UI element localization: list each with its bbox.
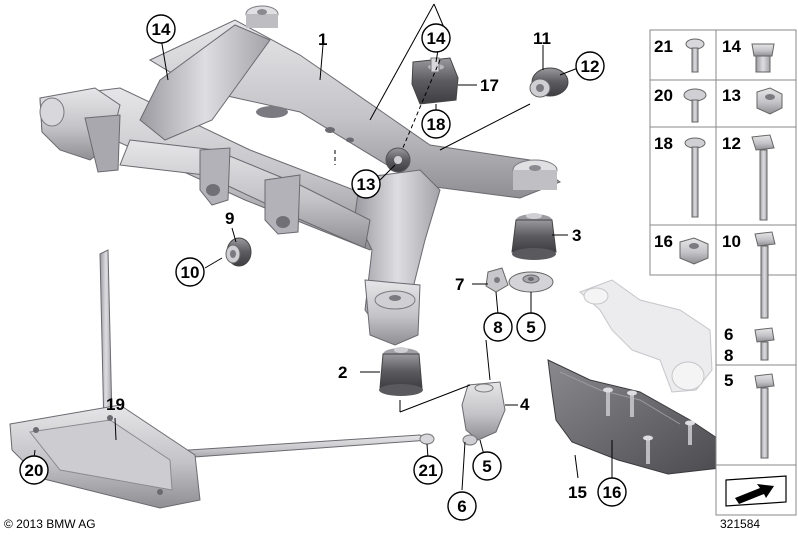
bolt-18 xyxy=(684,137,706,218)
callout-20-text: 20 xyxy=(25,461,44,480)
callout-10-text: 10 xyxy=(181,263,200,282)
callout-21: 21 xyxy=(413,455,443,485)
bolt-12 xyxy=(751,134,775,221)
callout-5-upper: 5 xyxy=(516,312,546,342)
dashed-leaders xyxy=(334,59,441,412)
grid-label-13: 13 xyxy=(722,86,741,105)
callout-14-left: 14 xyxy=(146,14,176,44)
grid-label-12: 12 xyxy=(722,134,741,153)
grid-label-16: 16 xyxy=(654,232,673,251)
shield-15 xyxy=(547,359,721,475)
clip-7 xyxy=(485,267,509,293)
callout-10: 10 xyxy=(175,257,205,287)
callout-14-top-text: 14 xyxy=(427,29,446,48)
callout-11: 11 xyxy=(533,29,551,48)
rear-axle-carrier xyxy=(39,5,562,346)
grid-label-21: 21 xyxy=(654,37,673,56)
control-arm-ghost xyxy=(579,279,713,393)
callout-16-text: 16 xyxy=(603,483,622,502)
bolt-6-8 xyxy=(754,327,775,361)
bushing-11 xyxy=(529,67,569,98)
nut-14 xyxy=(751,43,775,73)
callout-14-top: 14 xyxy=(421,23,451,53)
callout-8-text: 8 xyxy=(493,318,502,337)
grid-label-6: 6 xyxy=(724,325,733,344)
callout-18-text: 18 xyxy=(427,115,446,134)
callout-4: 4 xyxy=(520,395,530,414)
callout-12: 12 xyxy=(575,51,605,81)
callout-12-text: 12 xyxy=(581,57,600,76)
callout-15: 15 xyxy=(568,483,587,502)
grid-label-18: 18 xyxy=(654,134,673,153)
nut-16 xyxy=(679,237,709,265)
bolt-10 xyxy=(754,231,776,319)
callout-5-lower-text: 5 xyxy=(482,457,491,476)
callout-3: 3 xyxy=(572,226,581,245)
callout-14-left-text: 14 xyxy=(152,20,171,39)
callout-9: 9 xyxy=(225,209,234,228)
callout-7: 7 xyxy=(455,275,464,294)
callout-5-lower: 5 xyxy=(472,451,502,481)
callout-1: 1 xyxy=(318,30,327,49)
washer-plate xyxy=(508,271,554,293)
bushing-9 xyxy=(225,237,252,267)
callout-16: 16 xyxy=(597,477,627,507)
grid-label-14: 14 xyxy=(722,37,741,56)
grid-label-8: 8 xyxy=(724,346,733,365)
callout-13: 13 xyxy=(351,169,381,199)
callout-20: 20 xyxy=(19,455,49,485)
callout-5-upper-text: 5 xyxy=(526,318,535,337)
callout-13-text: 13 xyxy=(357,175,376,194)
rubber-mount-3 xyxy=(511,213,557,260)
rubber-mount-17 xyxy=(411,57,459,105)
rubber-mount-2 xyxy=(379,347,423,396)
callout-6-text: 6 xyxy=(457,497,466,516)
callout-19: 19 xyxy=(106,395,125,414)
grid-label-5: 5 xyxy=(724,371,733,390)
screw-21 xyxy=(685,38,705,73)
nut-13 xyxy=(756,87,783,115)
plate-20 xyxy=(9,404,201,509)
callout-18: 18 xyxy=(421,109,451,139)
grid-label-20: 20 xyxy=(654,86,673,105)
callout-8: 8 xyxy=(483,312,513,342)
direction-arrow-icon xyxy=(725,475,787,507)
copyright-text: © 2013 BMW AG xyxy=(4,517,96,531)
callout-6: 6 xyxy=(447,491,477,521)
leader-lines xyxy=(33,3,613,491)
callout-2: 2 xyxy=(338,363,347,382)
callout-21-text: 21 xyxy=(419,461,438,480)
bracket-4 xyxy=(461,381,506,446)
screw-20 xyxy=(683,88,707,123)
callout-17: 17 xyxy=(480,76,499,95)
image-id-text: 321584 xyxy=(720,517,761,531)
bolt-5 xyxy=(754,373,775,459)
grid-label-10: 10 xyxy=(722,232,741,251)
